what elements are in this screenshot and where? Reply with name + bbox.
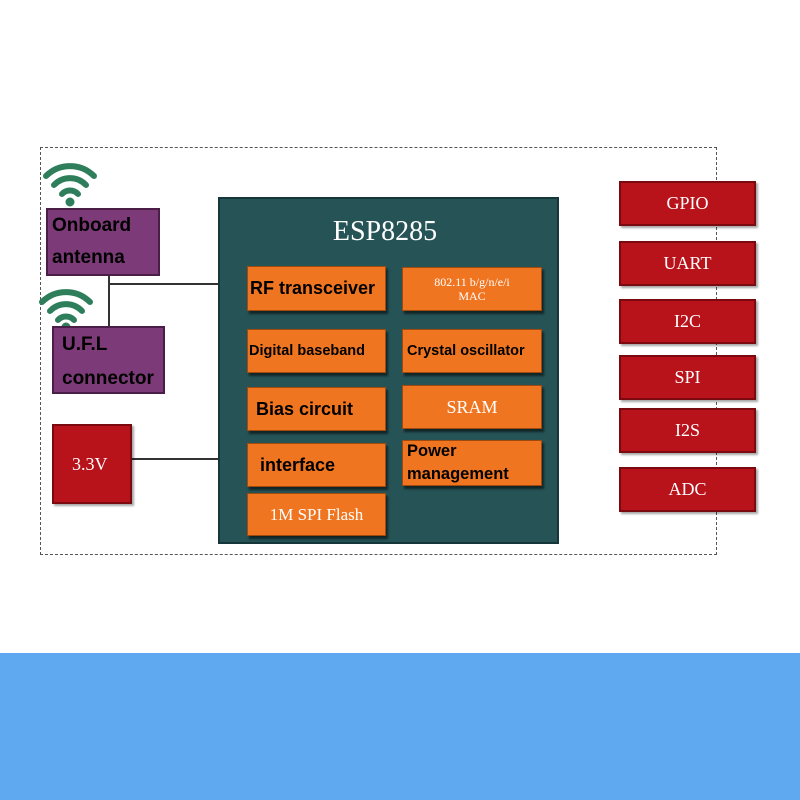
digital-baseband-label: Digital baseband [249, 343, 366, 359]
power-supply-box: 3.3V [52, 424, 132, 504]
sram-label: SRAM [446, 396, 498, 417]
power-management-block: Power management [402, 440, 542, 486]
antenna-to-rf-line [108, 283, 248, 285]
interface-block: interface [247, 443, 386, 487]
spi-flash-block: 1M SPI Flash [247, 493, 386, 536]
peripheral-gpio: GPIO [619, 181, 756, 226]
peripheral-adc: ADC [619, 467, 756, 512]
mac-label: MAC [458, 289, 486, 303]
wifi-icon [39, 289, 93, 332]
power-supply-label: 3.3V [72, 453, 108, 474]
power-to-interface-line [131, 458, 249, 460]
peripheral-spi: SPI [619, 355, 756, 400]
peripheral-label: GPIO [666, 193, 709, 213]
ufl-connector-label: U.F.L [62, 334, 108, 355]
bias-circuit-block: Bias circuit [247, 387, 386, 431]
crystal-oscillator-block: Crystal oscillator [402, 329, 542, 373]
peripheral-label: UART [663, 253, 712, 273]
bias-circuit-label: Bias circuit [256, 398, 354, 419]
onboard-antenna-label: Onboard [52, 215, 132, 236]
power-management-label: management [407, 465, 509, 483]
peripheral-i2s: I2S [619, 408, 756, 453]
sram-block: SRAM [402, 385, 542, 429]
crystal-oscillator-label: Crystal oscillator [407, 343, 525, 359]
ufl-connector-box: U.F.L connector [52, 326, 165, 394]
module-outline [40, 147, 717, 555]
wifi-icon [43, 163, 97, 207]
peripheral-label: I2S [674, 420, 700, 440]
rf-transceiver-label: RF transceiver [250, 278, 376, 298]
peripheral-i2c: I2C [619, 299, 756, 344]
bottom-band [0, 653, 800, 800]
mac-block: 802.11 b/g/n/e/i MAC [402, 267, 542, 311]
peripheral-label: ADC [668, 479, 707, 499]
onboard-antenna-label: antenna [52, 247, 125, 268]
peripheral-label: I2C [674, 311, 701, 331]
peripheral-uart: UART [619, 241, 756, 286]
rf-transceiver-block: RF transceiver [247, 266, 386, 311]
mac-label: 802.11 b/g/n/e/i [434, 275, 510, 289]
chip-title: ESP8285 [332, 216, 438, 247]
digital-baseband-block: Digital baseband [247, 329, 386, 373]
ufl-connector-label: connector [62, 368, 154, 389]
interface-label: interface [260, 454, 336, 475]
spi-flash-label: 1M SPI Flash [269, 504, 364, 524]
peripheral-label: SPI [674, 367, 701, 387]
onboard-antenna-box: Onboard antenna [46, 208, 160, 276]
antenna-connector-line [108, 265, 110, 327]
power-management-label: Power [407, 442, 457, 460]
